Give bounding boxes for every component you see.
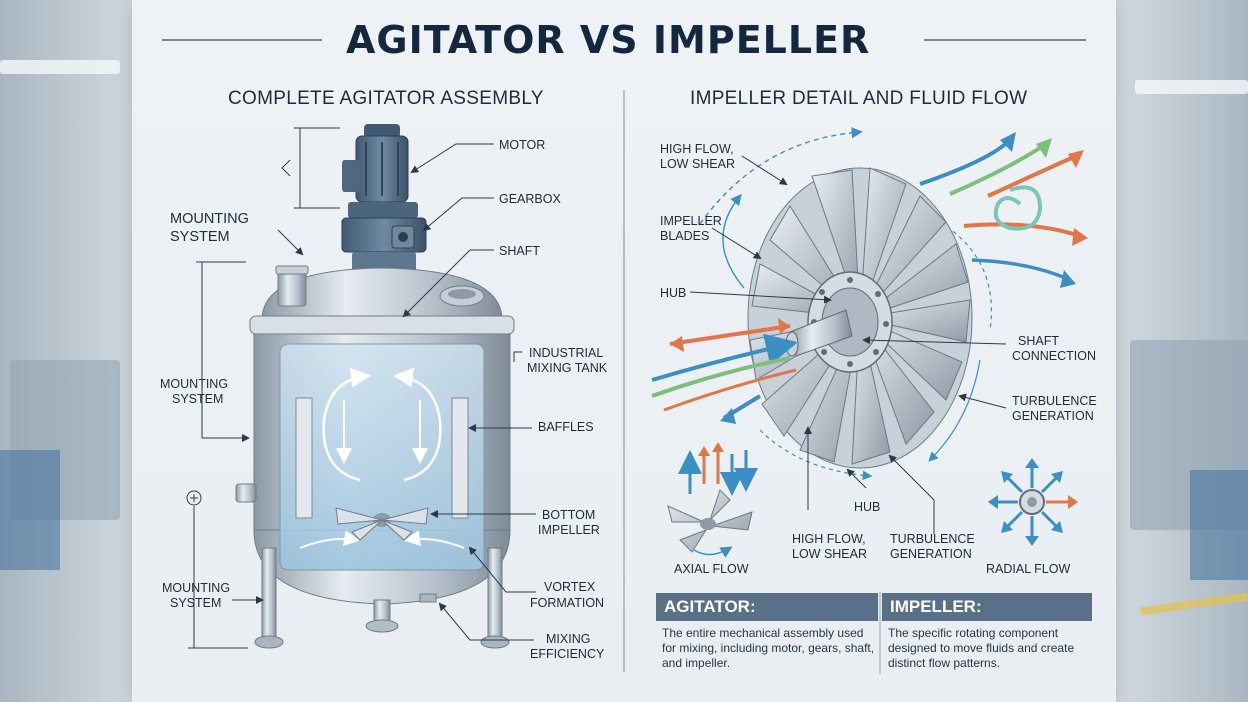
label-turb-bottom-1: TURBULENCE [890,532,975,546]
label-turb-bottom-2: GENERATION [890,547,972,561]
label-high-flow-top-2: LOW SHEAR [660,157,736,171]
label-shaft-conn-1: SHAFT [1018,334,1059,348]
agitator-assembly [186,124,536,649]
label-high-flow-top-1: HIGH FLOW, [660,142,734,156]
label-tank-2: MIXING TANK [527,361,608,375]
bottom-impeller-blades [335,507,429,541]
label-mounting-mid-1: MOUNTING [160,377,229,391]
turbulence-swirl [993,185,1043,231]
tank-dome [261,267,503,321]
label-turb-right-1: TURBULENCE [1012,394,1097,408]
leader-mixing-eff [438,602,534,641]
label-mounting-top-1: MOUNTING [170,211,249,227]
label-bottom-impeller-2: IMPELLER [538,523,600,537]
bg-machine-right-blue [1190,470,1248,580]
label-gearbox: GEARBOX [499,192,561,206]
label-mixing-eff-2: EFFICIENCY [530,647,605,661]
label-hub-bottom: HUB [854,500,881,514]
left-heading: COMPLETE AGITATOR ASSEMBLY [228,88,544,109]
tank-rim [249,315,515,335]
motor-fan-cover [364,124,400,138]
label-baffles: BAFFLES [538,420,594,434]
flow-loop-left [322,367,371,482]
label-bottom-impeller-1: BOTTOM [542,508,596,522]
baffle-right [451,397,469,519]
leader-vortex [468,546,536,593]
leader-shaft [402,249,494,318]
label-axial-flow: AXIAL FLOW [674,562,749,576]
label-mounting-mid-2: SYSTEM [172,392,224,406]
label-radial-flow: RADIAL FLOW [986,562,1071,576]
flow-loop-right [393,367,442,482]
leader-motor [410,143,494,174]
impeller-detail [651,127,1088,558]
label-hub-top: HUB [660,286,687,300]
label-tank-1: INDUSTRIAL [529,346,604,360]
label-vortex-1: VORTEX [544,580,596,594]
label-shaft-conn-2: CONNECTION [1012,349,1097,363]
flow-arrow-double [669,324,791,346]
label-turb-right-2: GENERATION [1012,409,1094,423]
motor-junction-box [342,160,360,192]
label-high-flow-bottom-1: HIGH FLOW, [792,532,866,546]
right-heading: IMPELLER DETAIL AND FLUID FLOW [690,88,1028,109]
label-high-flow-bottom-2: LOW SHEAR [792,547,868,561]
label-shaft: SHAFT [499,244,540,258]
radial-flow-icon [988,458,1078,546]
gearbox-body [348,202,418,218]
label-mounting-top-2: SYSTEM [170,229,230,245]
label-mounting-low-1: MOUNTING [162,581,231,595]
impeller-definition-text: The specific rotating component designed… [888,626,1075,670]
label-blades-2: BLADES [660,229,710,243]
agitator-definition-title: AGITATOR: [656,593,878,621]
leader-mounting-top [277,229,304,256]
baffle-left [295,397,313,519]
bg-machine-left-blue [0,450,60,570]
leader-tank [513,351,522,362]
page-title: AGITATOR VS IMPELLER [346,18,871,62]
label-mixing-eff-1: MIXING [546,632,591,646]
impeller-definition-title: IMPELLER: [882,593,1092,621]
tank-leg-left [261,547,277,641]
leader-gearbox [422,197,494,232]
bg-light-right [1135,80,1248,94]
agitator-definition-text: The entire mechanical assembly used for … [662,626,875,670]
background-factory-left [0,0,132,702]
bg-light-left [0,60,120,74]
label-motor: MOTOR [499,138,546,152]
tank-leg-right [487,547,503,641]
label-vortex-2: FORMATION [530,596,605,610]
axial-flow-icon [667,442,758,558]
label-blades-1: IMPELLER [660,214,722,228]
label-mounting-low-2: SYSTEM [170,596,222,610]
